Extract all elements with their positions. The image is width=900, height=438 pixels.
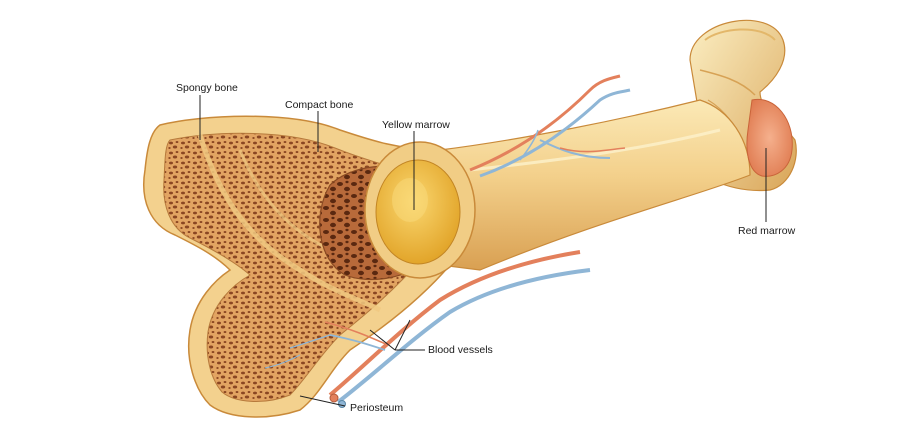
blood-vessels-bottom — [264, 250, 591, 408]
label-spongy-bone: Spongy bone — [176, 82, 238, 94]
blood-vessels-leader-2 — [369, 329, 396, 351]
bone-shaft — [439, 99, 751, 271]
label-blood-vessels: Blood vessels — [428, 344, 493, 356]
shaft-cross-section — [364, 141, 476, 279]
blood-vessels-leader-3 — [394, 319, 411, 351]
blood-vessels-top — [469, 74, 631, 178]
label-yellow-marrow: Yellow marrow — [382, 119, 450, 131]
label-red-marrow: Red marrow — [738, 225, 796, 237]
label-periosteum: Periosteum — [350, 402, 404, 414]
red-marrow-region — [746, 98, 793, 177]
label-compact-bone: Compact bone — [285, 99, 354, 111]
leader-lines — [199, 95, 767, 407]
periosteum-leader — [299, 395, 346, 407]
